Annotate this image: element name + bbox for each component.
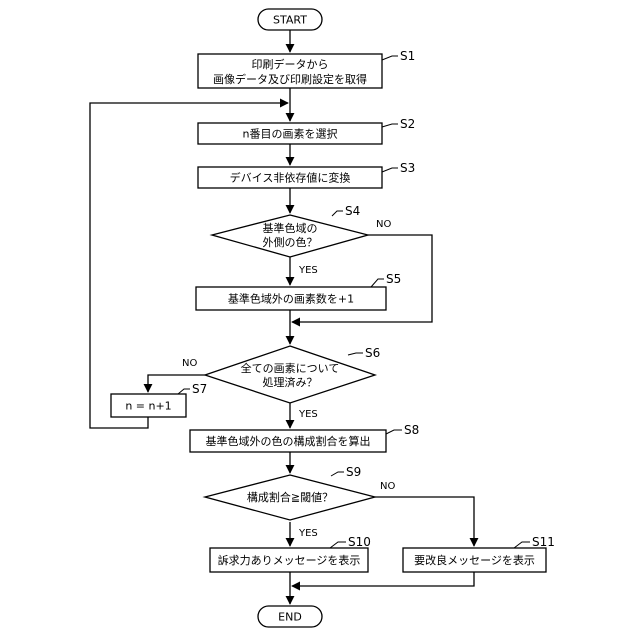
start-label: START xyxy=(273,14,307,27)
leader-s3 xyxy=(382,168,398,172)
step-s8: 基準色域外の色の構成割合を算出 xyxy=(190,430,386,452)
step-s1: 印刷データから 画像データ及び印刷設定を取得 xyxy=(198,54,382,88)
step-id-s7: S7 xyxy=(192,382,207,396)
step-s11-line1: 要改良メッセージを表示 xyxy=(414,553,535,567)
decision-s6-line2: 処理済み？ xyxy=(263,375,318,389)
step-id-s4: S4 xyxy=(345,204,360,218)
step-id-s6: S6 xyxy=(365,346,380,360)
leader-s5 xyxy=(371,279,384,287)
step-s8-line1: 基準色域外の色の構成割合を算出 xyxy=(206,434,371,448)
leader-s10 xyxy=(330,542,346,548)
step-s7: n = n+1 xyxy=(111,394,186,417)
step-s2-line1: n番目の画素を選択 xyxy=(243,127,338,141)
start-terminal: START xyxy=(258,9,322,30)
decision-s4: 基準色域の 外側の色？ xyxy=(212,215,368,257)
step-id-s8: S8 xyxy=(404,423,419,437)
step-s2: n番目の画素を選択 xyxy=(198,123,382,144)
step-s1-line1: 印刷データから xyxy=(252,57,329,71)
step-s10-line1: 訴求力ありメッセージを表示 xyxy=(218,553,361,567)
leader-s1 xyxy=(382,56,398,60)
branch-s4-yes: YES xyxy=(298,265,318,276)
leader-s2 xyxy=(382,124,398,127)
leader-s7 xyxy=(178,389,190,394)
step-s5: 基準色域外の画素数を+1 xyxy=(196,287,386,310)
step-id-s10: S10 xyxy=(348,535,371,549)
step-id-s11: S11 xyxy=(532,535,555,549)
branch-s6-yes: YES xyxy=(298,409,318,420)
decision-s9: 構成割合≧閾値？ xyxy=(205,475,375,520)
decision-s4-line2: 外側の色？ xyxy=(263,235,318,249)
leader-s4 xyxy=(332,211,343,216)
end-label: END xyxy=(278,611,302,624)
edge-s11-merge xyxy=(292,572,474,586)
step-s5-line1: 基準色域外の画素数を+1 xyxy=(228,292,354,306)
step-s11: 要改良メッセージを表示 xyxy=(403,548,546,572)
step-id-s3: S3 xyxy=(400,161,415,175)
branch-s6-no: NO xyxy=(182,358,197,369)
step-s7-line1: n = n+1 xyxy=(125,400,171,413)
step-id-s5: S5 xyxy=(386,272,401,286)
step-s3-line1: デバイス非依存値に変換 xyxy=(230,171,351,185)
step-s10: 訴求力ありメッセージを表示 xyxy=(210,548,368,572)
leader-s8 xyxy=(386,430,402,434)
decision-s4-line1: 基準色域の xyxy=(263,221,318,235)
leader-s11 xyxy=(514,542,530,548)
step-id-s1: S1 xyxy=(400,49,415,63)
end-terminal: END xyxy=(258,606,322,627)
step-id-s9: S9 xyxy=(346,465,361,479)
branch-s4-no: NO xyxy=(376,219,391,230)
step-s1-line2: 画像データ及び印刷設定を取得 xyxy=(213,72,367,86)
decision-s9-line1: 構成割合≧閾値？ xyxy=(247,490,333,504)
branch-s9-no: NO xyxy=(380,481,395,492)
leader-s9 xyxy=(331,472,344,476)
leader-s6 xyxy=(348,353,363,355)
step-s3: デバイス非依存値に変換 xyxy=(198,167,382,188)
step-id-s2: S2 xyxy=(400,117,415,131)
decision-s6-line1: 全ての画素について xyxy=(241,361,340,375)
branch-s9-yes: YES xyxy=(298,528,318,539)
edge-s9-no xyxy=(375,497,474,546)
